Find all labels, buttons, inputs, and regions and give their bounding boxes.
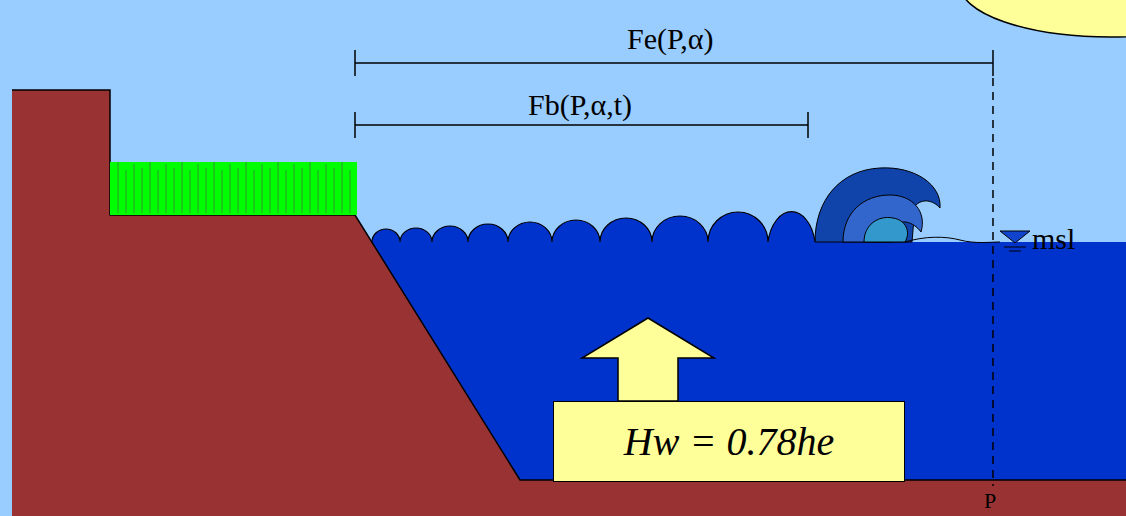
breaking-wave-inner: [864, 217, 908, 242]
profile-line: [992, 78, 994, 486]
grass-blades: [118, 162, 350, 213]
point-label: P: [984, 489, 996, 513]
breaking-wave: [815, 168, 940, 242]
water-level-label: msl: [1032, 222, 1075, 255]
formula-box: Hw = 0.78he: [553, 401, 905, 482]
wave-crests: [372, 212, 815, 250]
swash-line: [905, 237, 1000, 242]
msl-symbol: [1000, 231, 1030, 243]
land: [12, 90, 1126, 516]
dimension-label: Fe(P,α): [627, 22, 714, 55]
upward-arrow: [582, 318, 714, 401]
wave-outline: [372, 212, 815, 242]
breaking-wave-middle: [843, 195, 922, 242]
msl-ticks: [1004, 247, 1026, 251]
dimension-label: Fb(P,α,t): [528, 88, 632, 121]
formula-text: Hw = 0.78he: [624, 420, 834, 464]
speech-bubble: [960, 0, 1126, 37]
grass: [110, 162, 357, 215]
